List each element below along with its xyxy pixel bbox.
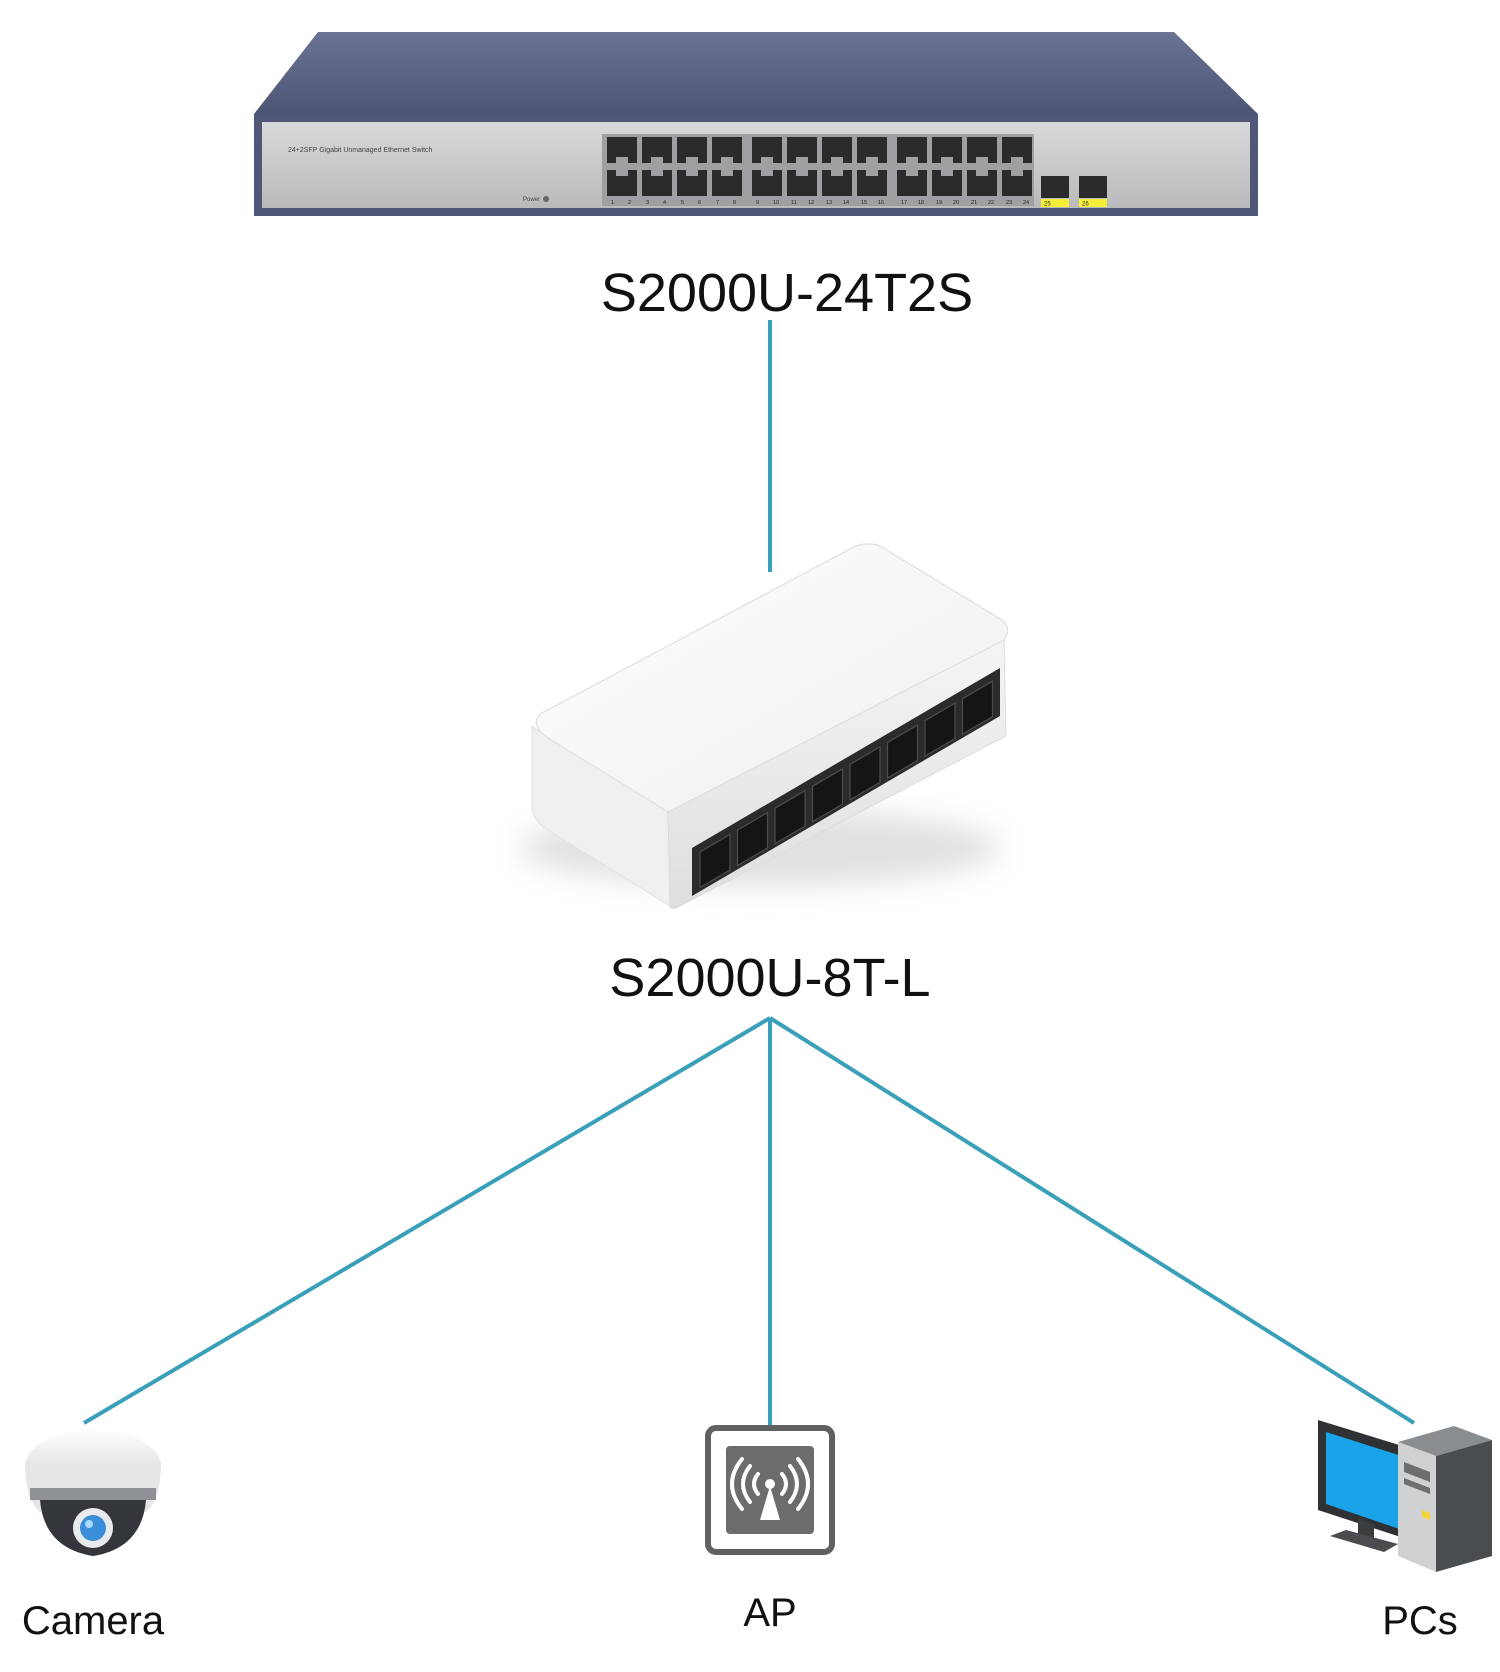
tower-front <box>1398 1442 1436 1572</box>
sfp-led-label <box>1079 199 1107 207</box>
rj45-latch-notch <box>976 170 988 176</box>
monitor-base <box>1330 1530 1398 1552</box>
port-number-label: 5 <box>681 200 684 206</box>
rj45-latch-notch <box>761 170 773 176</box>
access-rj45-port[interactable] <box>924 702 956 758</box>
camera-icon <box>25 1429 161 1556</box>
port-number-label: 8 <box>733 200 736 206</box>
camera-band <box>30 1488 156 1500</box>
sfp-port[interactable] <box>1079 176 1107 198</box>
rj45-latch-notch <box>1011 157 1023 163</box>
rj45-latch-notch <box>831 170 843 176</box>
port-number-label: 21 <box>971 200 977 206</box>
port-number-label: 4 <box>663 200 666 206</box>
port-number-label: 15 <box>861 200 867 206</box>
rj45-latch-notch <box>831 157 843 163</box>
sfp-label: 26 <box>1082 202 1089 208</box>
ap-label: AP <box>743 1591 796 1635</box>
ap-icon <box>705 1425 835 1555</box>
rj45-latch-notch <box>686 170 698 176</box>
port-number-label: 19 <box>936 200 942 206</box>
port-number-label: 22 <box>988 200 994 206</box>
access-switch-ports <box>699 680 994 889</box>
rj45-latch-notch <box>616 170 628 176</box>
camera-lens <box>80 1515 106 1541</box>
port-number-label: 1 <box>611 200 614 206</box>
rj45-latch-notch <box>866 157 878 163</box>
port-number-label: 3 <box>646 200 649 206</box>
rj45-latch-notch <box>976 157 988 163</box>
power-light <box>1422 1510 1430 1520</box>
power-led <box>543 196 549 202</box>
access-switch-port-strip <box>692 668 1000 896</box>
port-number-label: 7 <box>716 200 719 206</box>
core-switch-top <box>254 32 1258 114</box>
connection-lines <box>82 320 1416 1425</box>
access-rj45-port[interactable] <box>699 833 731 889</box>
ap-antenna-mast <box>760 1486 780 1520</box>
camera-link-line <box>82 1016 772 1425</box>
sfp-label: 25 <box>1044 202 1051 208</box>
sfp-ports: 25 26 <box>1041 176 1107 208</box>
port-number-label: 17 <box>901 200 907 206</box>
access-switch-model-label: S2000U-8T-L <box>609 948 930 1008</box>
access-rj45-port[interactable] <box>774 789 806 845</box>
rj45-latch-notch <box>941 170 953 176</box>
pcs-label: PCs <box>1382 1599 1458 1643</box>
camera-lens-glint <box>85 1520 93 1528</box>
port-number-label: 12 <box>808 200 814 206</box>
core-switch-panel-text: 24+2SFP Gigabit Unmanaged Ethernet Switc… <box>288 147 433 154</box>
access-rj45-port[interactable] <box>886 723 919 780</box>
rj45-ports <box>607 137 1032 196</box>
rj45-latch-notch <box>721 157 733 163</box>
monitor-screen <box>1326 1432 1414 1534</box>
port-number-label: 13 <box>826 200 832 206</box>
rj45-latch-notch <box>906 170 918 176</box>
port-number-label: 6 <box>698 200 701 206</box>
sfp-port[interactable] <box>1041 176 1069 198</box>
wifi-signal-icon <box>730 1457 810 1511</box>
port-number-label: 2 <box>628 200 631 206</box>
rj45-latch-notch <box>721 170 733 176</box>
rj45-latch-notch <box>866 170 878 176</box>
drive-bay <box>1404 1478 1430 1494</box>
rj45-latch-notch <box>906 157 918 163</box>
port-number-label: 11 <box>791 200 797 206</box>
rj45-latch-notch <box>651 170 663 176</box>
tower-top <box>1398 1426 1492 1456</box>
rj45-latch-notch <box>796 170 808 176</box>
drive-bay <box>1404 1462 1430 1482</box>
camera-label: Camera <box>22 1599 165 1643</box>
pc-icon <box>1318 1420 1492 1572</box>
rj45-latch-notch <box>651 157 663 163</box>
port-number-label: 9 <box>756 200 759 206</box>
access-rj45-port[interactable] <box>736 811 769 867</box>
port-number-label: 10 <box>773 200 779 206</box>
pcs-link-line <box>768 1016 1416 1425</box>
rj45-latch-notch <box>1011 170 1023 176</box>
rj45-latch-notch <box>796 157 808 163</box>
access-rj45-port[interactable] <box>961 680 994 736</box>
core-switch: 24+2SFP Gigabit Unmanaged Ethernet Switc… <box>254 32 1258 216</box>
rj45-latch-notch <box>761 157 773 163</box>
access-rj45-port[interactable] <box>849 745 881 801</box>
ap-antenna-dot <box>765 1479 775 1489</box>
port-number-label: 20 <box>953 200 959 206</box>
port-number-label: 23 <box>1006 200 1012 206</box>
port-number-label: 18 <box>918 200 924 206</box>
rj45-latch-notch <box>616 157 628 163</box>
core-switch-model-label: S2000U-24T2S <box>601 263 973 323</box>
power-label: Power <box>523 197 540 203</box>
access-rj45-port[interactable] <box>811 767 844 823</box>
port-number-label: 16 <box>878 200 884 206</box>
sfp-led-label <box>1041 199 1069 207</box>
port-number-label: 24 <box>1023 200 1029 206</box>
access-switch <box>520 543 1009 910</box>
rj45-latch-notch <box>686 157 698 163</box>
port-number-label: 14 <box>843 200 849 206</box>
rj45-latch-notch <box>941 157 953 163</box>
tower-side <box>1436 1440 1492 1572</box>
